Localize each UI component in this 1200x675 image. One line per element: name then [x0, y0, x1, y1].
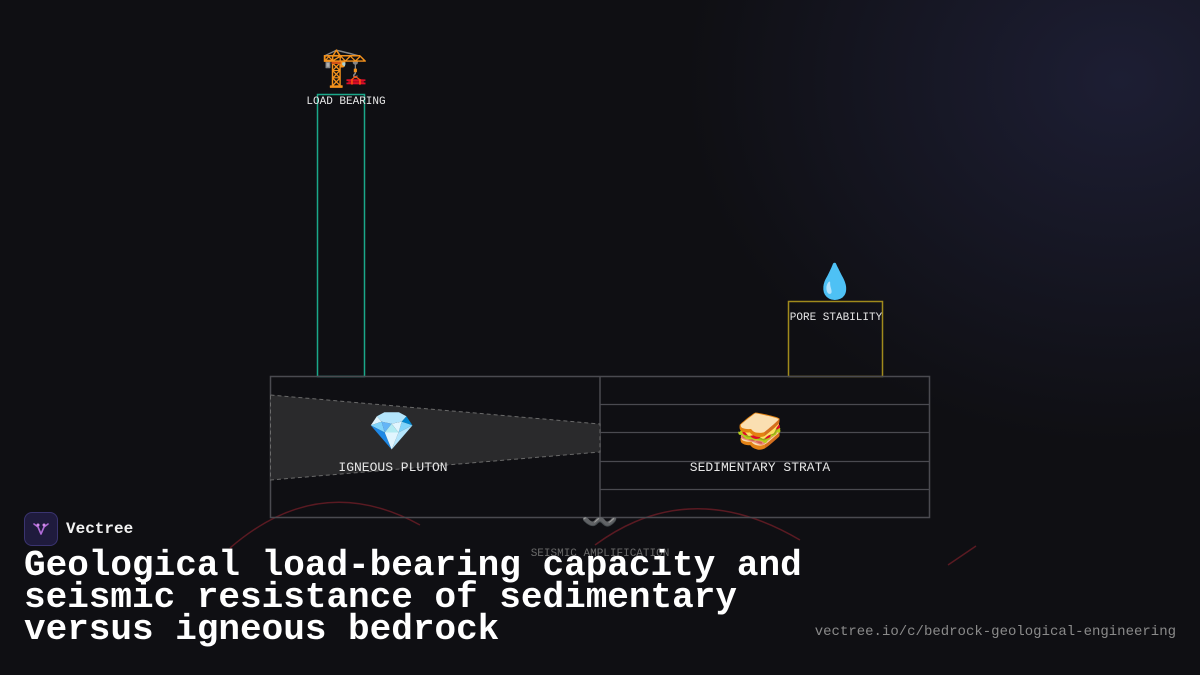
seismic-arc-right — [594, 508, 801, 546]
brand: Vectree — [24, 512, 133, 546]
igneous-wedge — [270, 394, 601, 481]
pore-stability-label: PORE STABILITY — [790, 312, 883, 324]
brand-name: Vectree — [66, 520, 134, 538]
sedimentary-strata-label: SEDIMENTARY STRATA — [690, 460, 831, 475]
load-bearing-pillar — [316, 93, 366, 378]
crane-icon: 🏗️ — [321, 45, 368, 89]
load-bearing-label: LOAD BEARING — [306, 96, 385, 108]
gem-icon: 💎 — [368, 409, 415, 453]
igneous-pluton-label: IGNEOUS PLUTON — [338, 460, 447, 475]
seismic-amplification-label: SEISMIC AMPLIFICATION — [531, 548, 670, 560]
sandwich-icon: 🥪 — [736, 409, 783, 453]
seismic-arc-tail — [947, 545, 977, 566]
vectree-logo-icon — [24, 512, 58, 546]
source-url[interactable]: vectree.io/c/bedrock-geological-engineer… — [814, 624, 1176, 640]
water-drop-icon: 💧 — [814, 262, 856, 302]
page-title: Geological load-bearing capacity and sei… — [24, 545, 802, 650]
wave-icon: 〰️ — [581, 505, 618, 540]
seismic-arc-left — [229, 501, 421, 549]
